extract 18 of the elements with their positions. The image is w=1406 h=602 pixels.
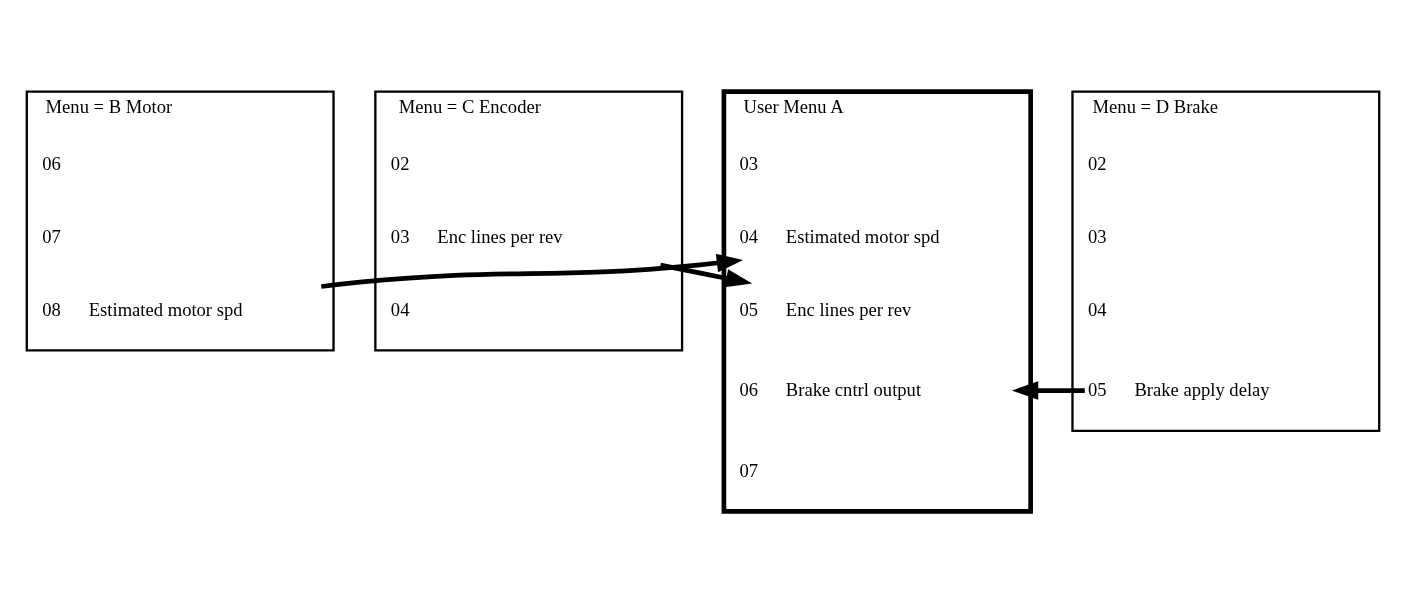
node-text: 02 — [1087, 152, 1107, 174]
node-text: 03 — [739, 152, 758, 174]
node-text: 02 — [390, 152, 410, 174]
node-text: 07 — [739, 459, 758, 481]
node-text: 04 Estimated motor spd — [739, 225, 940, 247]
arrow — [320, 253, 744, 289]
node-text: 06 Brake cntrl output — [739, 378, 922, 400]
arrow — [660, 262, 753, 287]
node-text: 05 Brake apply delay — [1087, 378, 1270, 400]
node-text: 03 Enc lines per rev — [390, 225, 563, 247]
node-text: 08 Estimated motor spd — [42, 298, 243, 320]
node-text: 04 — [390, 298, 410, 320]
node-text: 07 — [42, 225, 61, 247]
node-text: 06 — [42, 152, 61, 174]
node-text: 04 — [1087, 298, 1107, 320]
node-text: 05 Enc lines per rev — [739, 298, 912, 320]
arrow — [1011, 380, 1085, 400]
node-text: 03 — [1087, 225, 1107, 247]
